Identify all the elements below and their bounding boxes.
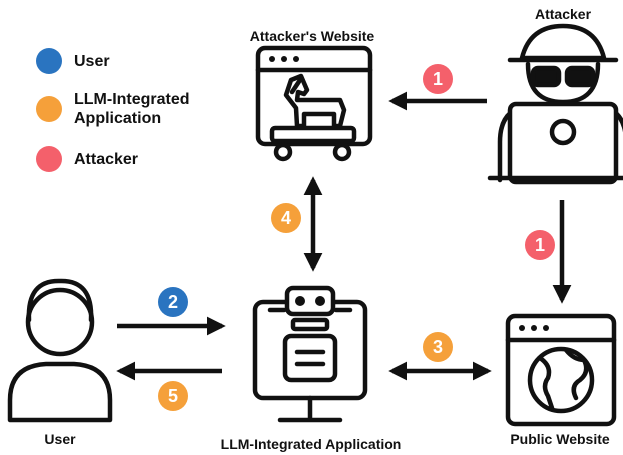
- spy-hacker-laptop-icon: [487, 23, 623, 185]
- legend-label-attacker: Attacker: [74, 150, 139, 168]
- robot-monitor-icon: [252, 285, 368, 423]
- label-attacker: Attacker: [534, 6, 592, 22]
- person-icon: [7, 278, 113, 423]
- step-badge-4: 4: [271, 203, 301, 233]
- step-badge-2: 2: [158, 287, 188, 317]
- legend-label-app: LLM-Integrated Application: [74, 90, 190, 128]
- step-badge-1-attacker-website: 1: [423, 64, 453, 94]
- label-attacker-website: Attacker's Website: [249, 28, 375, 44]
- step-badge-1-public-website: 1: [525, 230, 555, 260]
- legend-dot-user: [36, 48, 62, 74]
- legend-label-user: User: [74, 52, 110, 70]
- legend-label-app-line2: Application: [74, 110, 162, 127]
- legend-label-app-line1: LLM-Integrated: [74, 91, 190, 108]
- label-public-website: Public Website: [510, 431, 610, 447]
- legend-dot-app: [36, 96, 62, 122]
- step-badge-5: 5: [158, 381, 188, 411]
- label-app: LLM-Integrated Application: [220, 436, 402, 452]
- legend-item-app: LLM-Integrated Application: [36, 90, 190, 128]
- legend-dot-attacker: [36, 146, 62, 172]
- step-badge-3: 3: [423, 332, 453, 362]
- legend-item-user: User: [36, 48, 110, 74]
- globe-browser-icon: [505, 313, 617, 427]
- trojan-horse-browser-icon: [255, 45, 373, 162]
- legend-item-attacker: Attacker: [36, 146, 138, 172]
- label-user: User: [44, 431, 76, 447]
